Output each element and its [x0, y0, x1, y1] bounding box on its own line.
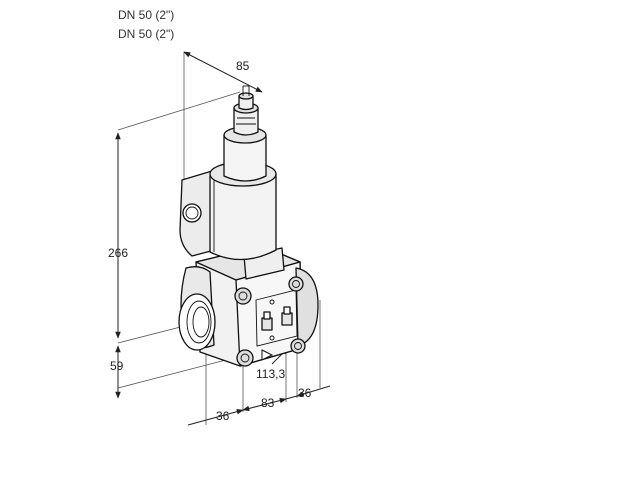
product-size-label: DN 50 (2") — [118, 8, 175, 22]
bolt-icon — [236, 349, 254, 367]
flow-arrow-icon — [261, 349, 274, 361]
valve-body — [178, 85, 319, 367]
dim-label-36-bottom: 36 — [216, 409, 230, 423]
dim-line-83 — [242, 397, 287, 412]
test-nipples — [261, 306, 293, 331]
dim-line-36-bottom — [187, 408, 244, 426]
test-nipple-icon — [261, 311, 273, 331]
bolt-icon — [290, 338, 306, 354]
test-nipple-icon — [281, 306, 293, 326]
bolts — [234, 276, 306, 367]
dim-label-113: 113,3 — [256, 367, 285, 381]
dim-line-113-link — [285, 395, 298, 400]
bolt-icon — [288, 276, 304, 292]
product-size-label-secondary: DN 50 (2") — [118, 27, 175, 41]
dim-label-83: 83 — [261, 396, 275, 410]
dim-label-85: 85 — [236, 59, 250, 73]
dim-label-266: 266 — [108, 246, 128, 260]
dim-line-36-right — [296, 385, 331, 397]
dim-label-59: 59 — [110, 359, 124, 373]
bolt-icon — [234, 287, 252, 305]
dim-label-36-right: 36 — [298, 386, 312, 400]
dim-line-85 — [183, 51, 263, 93]
